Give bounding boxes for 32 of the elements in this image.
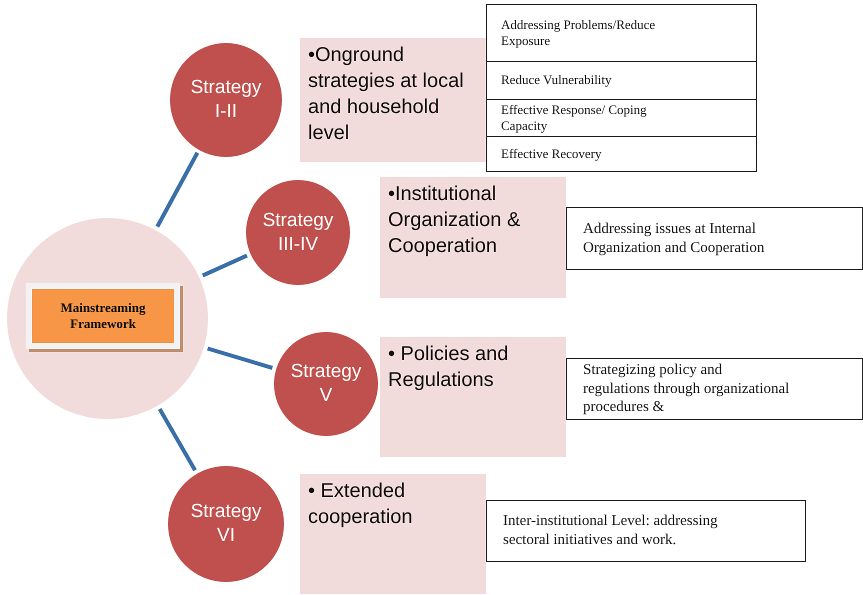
strategy-label: Strategy V [290, 360, 362, 408]
connector-line [156, 152, 200, 228]
description-box [566, 358, 863, 420]
strategy-panel [380, 337, 566, 457]
row-text: Effective Response/ Coping Capacity [501, 102, 648, 134]
strategy-label: Strategy VI [190, 500, 262, 548]
table-row [486, 99, 757, 137]
connector-line [207, 346, 273, 370]
strategy-heading: •Onground strategies at local and household level [308, 43, 465, 146]
connector-line [158, 408, 197, 472]
description-text: Strategizing policy and regulations through organizational procedures & [583, 360, 790, 418]
row-text: Addressing Problems/Reduce Exposure [501, 16, 656, 50]
strategy-label: Strategy III-IV [262, 208, 334, 256]
strategy-panel [380, 177, 566, 298]
strategy-heading: • Extended cooperation [308, 479, 414, 530]
row-text: Effective Recovery [501, 146, 602, 162]
description-box [566, 207, 863, 270]
description-text: Inter-institutional Level: addressing sectoral initiatives and work. [503, 512, 719, 550]
connector-line [202, 254, 248, 278]
table-row [486, 61, 757, 100]
row-text: Reduce Vulnerability [501, 72, 612, 89]
strategy-heading: •Institutional Organization & Cooperation [388, 182, 522, 259]
description-box [486, 500, 806, 562]
strategy-heading: • Policies and Regulations [388, 342, 510, 393]
framework-label: Mainstreaming Framework [60, 300, 146, 332]
strategy-panel [300, 38, 486, 162]
strategy-label: Strategy I-II [190, 76, 262, 124]
strategy-panel [300, 474, 486, 594]
table-row [486, 4, 757, 62]
table-row [486, 136, 757, 172]
description-text: Addressing issues at Internal Organization and Cooperation [583, 220, 766, 258]
framework-label-box [26, 283, 180, 349]
